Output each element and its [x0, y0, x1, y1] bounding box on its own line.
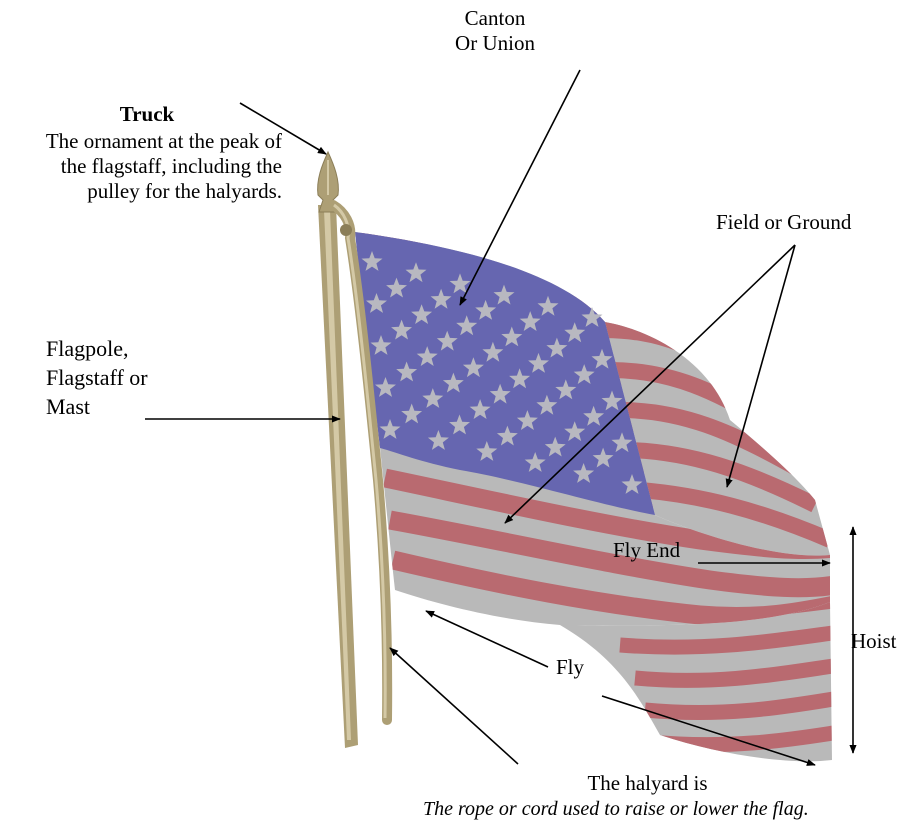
- truck-label: Truck: [2, 102, 292, 127]
- field-label: Field or Ground: [716, 210, 851, 235]
- fly-end-label: Fly End: [613, 538, 680, 563]
- truck-description: The ornament at the peak of the flagstaf…: [2, 129, 282, 204]
- flagpole-label-line1: Flagpole,: [46, 334, 148, 363]
- halyard-label: The halyard is: [400, 771, 895, 796]
- canton-label-line2: Or Union: [430, 31, 560, 56]
- hoist-label: Hoist: [851, 629, 897, 654]
- halyard-title: The halyard is: [400, 771, 895, 796]
- flagpole-label-line2: Flagstaff or: [46, 363, 148, 392]
- halyard-description: The rope or cord used to raise or lower …: [423, 797, 809, 822]
- truck-desc-line1: The ornament at the peak of: [2, 129, 282, 154]
- flagpole-label: Flagpole, Flagstaff or Mast: [46, 334, 148, 421]
- halyard-arrow: [390, 648, 518, 764]
- canton-label-line1: Canton: [430, 6, 560, 31]
- canton-label: Canton Or Union: [430, 6, 560, 56]
- truck-title: Truck: [2, 102, 292, 127]
- flagpole-label-line3: Mast: [46, 392, 148, 421]
- fly-label: Fly: [556, 655, 584, 680]
- truck-desc-line2: the flagstaff, including the: [2, 154, 282, 179]
- truck-desc-line3: pulley for the halyards.: [2, 179, 282, 204]
